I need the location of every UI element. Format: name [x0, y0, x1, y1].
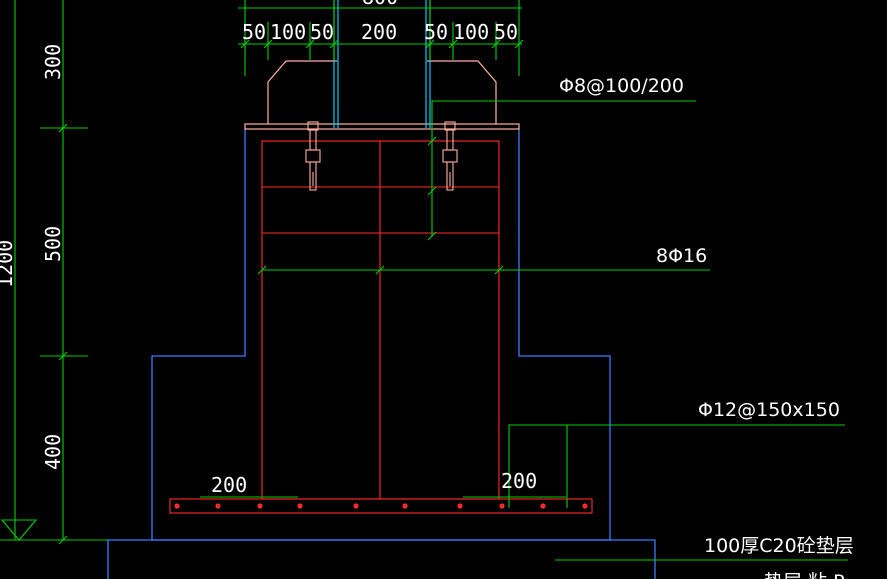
dim-top-100-right: 100 — [453, 20, 489, 44]
rebar-cage — [169, 140, 593, 514]
dim-left-1200: 1200 — [0, 240, 17, 288]
dim-top-100-left: 100 — [270, 20, 306, 44]
callout-base-mesh: Φ12@150x150 — [698, 399, 840, 421]
dim-left-500: 500 — [41, 226, 65, 262]
dimension-lines — [0, 0, 848, 561]
dim-left-400: 400 — [41, 434, 65, 470]
dim-bottom-200-left: 200 — [211, 473, 247, 497]
top-dimension-texts: 50 100 50 200 50 100 50 800 — [242, 0, 518, 44]
rebar-dots — [174, 503, 588, 509]
dim-top-50-right-b: 50 — [494, 20, 518, 44]
dim-left-300: 300 — [41, 44, 65, 80]
right-gusset — [427, 60, 497, 124]
base-plate-assembly — [244, 60, 520, 130]
dim-top-200: 200 — [361, 20, 397, 44]
dim-top-800: 800 — [362, 0, 398, 9]
elevation-marker-icon — [0, 519, 38, 541]
base-plate — [244, 123, 520, 130]
left-gusset — [267, 60, 337, 124]
dim-top-50-right-a: 50 — [424, 20, 448, 44]
anchor-bolt-right — [442, 121, 458, 191]
callout-main-bars: 8Φ16 — [656, 245, 707, 267]
concrete-outline — [107, 128, 656, 579]
dim-bottom-200-right: 200 — [501, 469, 537, 493]
dim-top-50-left-b: 50 — [310, 20, 334, 44]
callout-bottom-cut: 垫层 粘 R — [764, 571, 846, 579]
anchor-bolt-left — [305, 121, 321, 191]
callout-cushion: 100厚C20砼垫层 — [704, 535, 854, 557]
dim-top-50-left-a: 50 — [242, 20, 266, 44]
callout-stirrup: Φ8@100/200 — [559, 75, 684, 97]
base-rebar-mesh — [169, 498, 593, 514]
left-dimension-texts: 300 500 400 1200 — [0, 44, 65, 470]
